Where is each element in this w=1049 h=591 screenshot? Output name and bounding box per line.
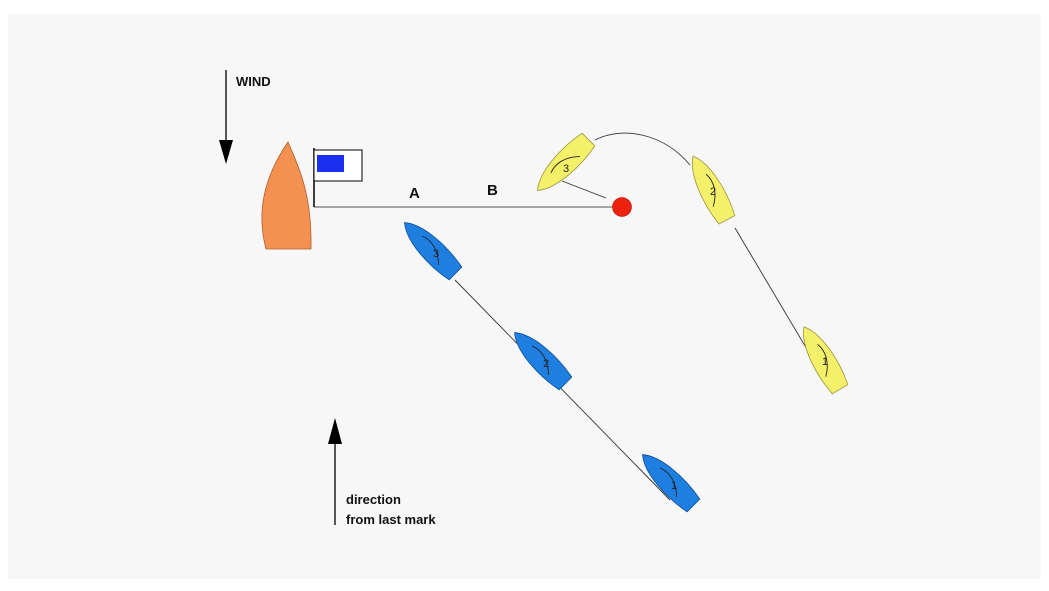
wind-label: WIND — [236, 74, 271, 89]
diagram-canvas — [8, 14, 1041, 579]
pin-mark — [612, 197, 632, 217]
yellow-boat-3 — [537, 132, 596, 191]
blue-boats: 1 2 3 — [404, 222, 701, 513]
direction-label-line2: from last mark — [346, 512, 436, 527]
yellow-boats: 1 2 3 — [537, 132, 849, 395]
yellow-boat-2-number: 2 — [710, 186, 716, 198]
blue-boat-1 — [642, 454, 701, 513]
yellow-boat-1-number: 1 — [822, 356, 828, 368]
blue-track-line — [454, 279, 671, 501]
blue-boat-1-number: 1 — [671, 480, 677, 492]
committee-boat — [261, 141, 312, 250]
line-label-b: B — [487, 182, 498, 199]
line-label-a: A — [409, 185, 420, 202]
blue-boat-2 — [514, 332, 573, 391]
wind-arrow — [219, 70, 233, 164]
flag-blue-square — [317, 155, 344, 172]
blue-boat-2-number: 2 — [543, 358, 549, 370]
yellow-boat-3-wake — [561, 180, 607, 199]
yellow-boat-2 — [691, 155, 736, 225]
committee-flag — [313, 148, 363, 207]
direction-arrow — [328, 418, 342, 525]
yellow-boat-1 — [803, 326, 849, 395]
yellow-boat-3-number: 3 — [563, 163, 569, 175]
blue-boat-3 — [404, 222, 463, 281]
yellow-track-curve — [594, 132, 691, 166]
direction-label-line1: direction — [346, 492, 401, 507]
blue-boat-3-number: 3 — [433, 248, 439, 260]
